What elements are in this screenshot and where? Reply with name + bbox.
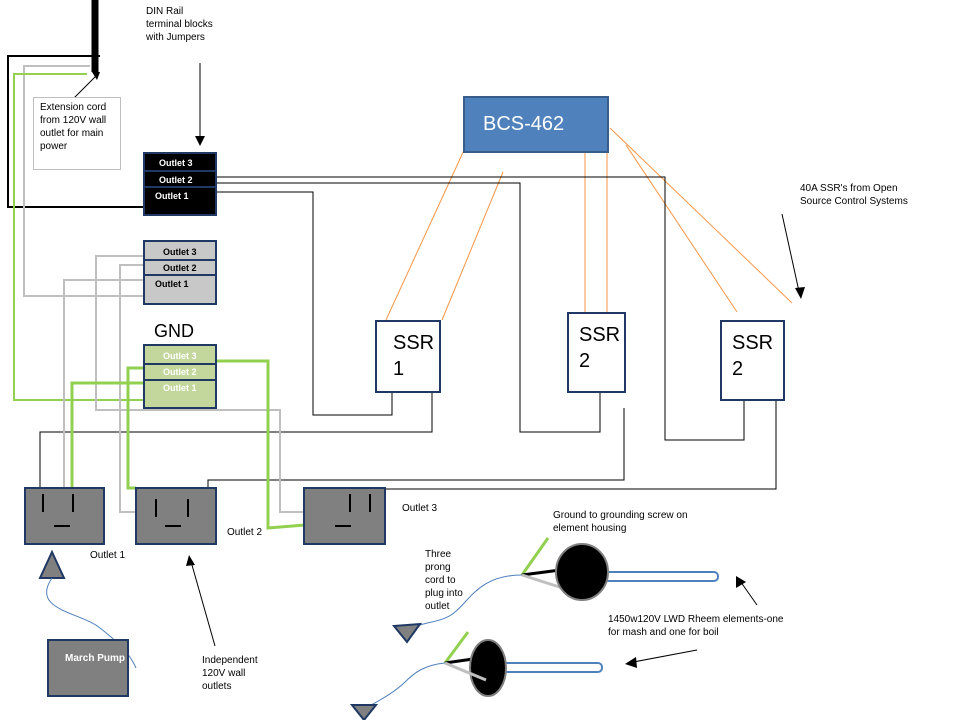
terminal-divider: [145, 363, 215, 365]
outlet-ground-slot: [165, 525, 181, 527]
signal-wire: [441, 171, 504, 321]
terminal-label: Outlet 1: [155, 279, 189, 289]
signal-wire: [625, 144, 738, 313]
element1-ground-lead: [520, 537, 550, 576]
independent-outlets-note: Independent 120V wall outlets: [202, 655, 258, 692]
elements-note-arrowhead-2: [625, 657, 637, 668]
terminal-label: Outlet 3: [159, 158, 193, 168]
element2-plug-icon: [349, 704, 379, 720]
outlet-2: [135, 487, 217, 545]
ssr-number: 1: [393, 358, 405, 380]
ssr-label: SSR: [393, 332, 435, 354]
terminal-divider: [145, 379, 215, 381]
terminal-divider: [145, 274, 215, 276]
signal-wire: [609, 127, 793, 304]
element2-neutral-lead: [444, 661, 487, 682]
element1-cord: [407, 574, 523, 633]
element2-cord: [365, 662, 446, 709]
terminal-block-neutral: Outlet 3 Outlet 2 Outlet 1: [143, 240, 217, 305]
outlet-3-label: Outlet 3: [402, 503, 438, 514]
ssr3-to-outlet3: [386, 401, 777, 490]
ssr-label: SSR: [732, 332, 774, 354]
outlet-slot: [155, 499, 157, 517]
ssr-label: SSR: [579, 324, 621, 346]
element1-plug-icon: [392, 622, 423, 644]
outlet-slot: [42, 494, 44, 512]
bcs-462-controller: BCS-462: [463, 96, 609, 153]
element2-ground-lead: [443, 631, 470, 664]
outlet-2-label: Outlet 2: [227, 527, 263, 538]
element1-rod: [599, 571, 719, 582]
element1-housing-icon: [555, 543, 609, 601]
element2-housing-icon: [469, 639, 507, 697]
terminal-label: Outlet 2: [159, 175, 193, 185]
terminal-divider: [145, 170, 215, 172]
outlet-1: [24, 487, 105, 545]
terminal-label: Outlet 2: [163, 367, 197, 377]
cord-note: Three prong cord to plug into outlet: [425, 549, 463, 612]
ssr1-to-outlet1: [39, 393, 433, 488]
terminal-block-ground: Outlet 3 Outlet 2 Outlet 1: [143, 344, 217, 409]
outlet-slot: [349, 494, 351, 512]
terminal-label: Outlet 3: [163, 351, 197, 361]
terminal-divider: [145, 259, 215, 261]
ground-note: Ground to grounding screw on element hou…: [553, 510, 688, 534]
march-pump: March Pump: [47, 639, 129, 697]
din-rail-arrowhead: [195, 136, 205, 146]
gnd-label: GND: [154, 321, 194, 341]
outlet-slot: [187, 499, 189, 517]
ground-outlet1: [70, 381, 145, 488]
terminal-label: Outlet 2: [163, 263, 197, 273]
ssr-note: 40A SSR's from Open Source Control Syste…: [800, 183, 908, 207]
hot-wire-ssr3: [215, 176, 745, 441]
ssr-1: SSR 1: [375, 320, 441, 393]
din-rail-note: DIN Rail terminal blocks with Jumpers: [146, 6, 213, 43]
outlet-slot: [369, 494, 371, 512]
main-hot-wire: [7, 55, 145, 208]
elements-note-arrowhead-1: [736, 576, 746, 588]
terminal-divider: [145, 186, 215, 188]
hot-wire-ssr1: [215, 191, 393, 416]
terminal-label: Outlet 1: [155, 191, 189, 201]
main-ground-wire: [13, 73, 145, 401]
extension-cord-arrowhead: [92, 72, 100, 80]
pump-label: March Pump: [65, 653, 126, 664]
neutral-outlet1: [63, 279, 145, 488]
hot-wire-ssr2: [215, 182, 601, 433]
outlet-ground-slot: [54, 525, 70, 527]
terminal-label: Outlet 1: [163, 383, 197, 393]
ssr-number: 2: [732, 358, 744, 380]
outlet-slot: [72, 494, 74, 512]
ssr-number: 2: [579, 350, 591, 372]
outlet-3: [303, 487, 386, 545]
ssr-3: SSR 2: [720, 320, 785, 401]
ssr2-to-outlet2: [207, 408, 625, 497]
independent-note-arrow: [189, 557, 216, 647]
neutral-outlet3: [95, 255, 305, 513]
independent-note-arrowhead: [186, 555, 195, 566]
pump-plug-icon: [38, 549, 66, 579]
elements-note-arrow-2: [627, 649, 698, 664]
outlet-ground-slot: [335, 525, 351, 527]
terminal-label: Outlet 3: [163, 247, 197, 257]
terminal-block-hot: Outlet 3 Outlet 2 Outlet 1: [143, 152, 217, 216]
elements-note: 1450w120V LWD Rheem elements-one for mas…: [608, 614, 784, 638]
ground-outlet3: [215, 359, 306, 530]
ssr-note-arrowhead: [795, 287, 805, 299]
ssr-note-arrow: [781, 213, 801, 297]
main-neutral-wire: [23, 65, 145, 297]
extension-cord-note: Extension cord from 120V wall outlet for…: [33, 97, 121, 170]
controller-label: BCS-462: [483, 113, 565, 135]
ssr-2: SSR 2: [567, 312, 626, 393]
ground-outlet2: [126, 366, 145, 490]
outlet-1-label: Outlet 1: [90, 550, 126, 561]
